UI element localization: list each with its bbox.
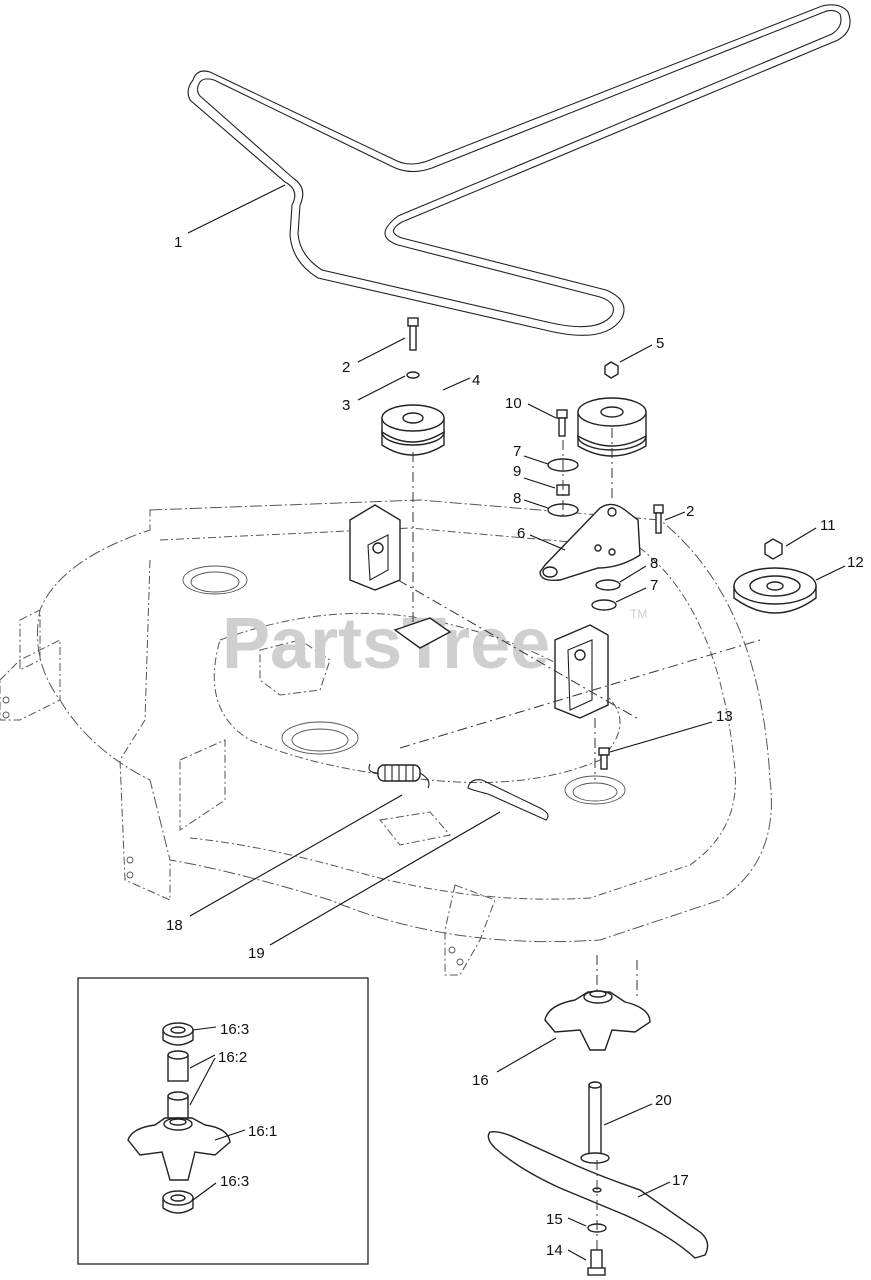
callout-20: 20 bbox=[655, 1092, 672, 1109]
idler-pulley-right bbox=[577, 397, 647, 457]
washer-3 bbox=[406, 371, 420, 379]
spring-18 bbox=[368, 763, 430, 789]
idler-bracket-left bbox=[349, 504, 401, 591]
alignment-line-2 bbox=[399, 639, 761, 749]
spindle-housing-16 bbox=[544, 990, 651, 1051]
nut-5 bbox=[604, 361, 619, 379]
callout-2-right: 2 bbox=[686, 503, 694, 520]
mower-deck bbox=[0, 499, 772, 976]
callout-17: 17 bbox=[672, 1172, 689, 1189]
callout-3: 3 bbox=[342, 397, 350, 414]
watermark-trademark: TM bbox=[630, 607, 647, 621]
bearing-16-3-bottom bbox=[162, 1190, 194, 1214]
idler-arm-6 bbox=[539, 503, 641, 582]
callout-16-3-top: 16:3 bbox=[220, 1021, 249, 1038]
callout-8-lower: 8 bbox=[650, 555, 658, 572]
spacer-16-2-lower bbox=[167, 1091, 189, 1123]
washer-7-lower bbox=[591, 599, 617, 611]
callout-9: 9 bbox=[513, 463, 521, 480]
callout-12: 12 bbox=[847, 554, 864, 571]
callout-2-left: 2 bbox=[342, 359, 350, 376]
washer-8-lower bbox=[595, 579, 621, 591]
bolt-14 bbox=[587, 1249, 606, 1276]
bolt-2-left bbox=[407, 317, 419, 351]
inset-box bbox=[77, 977, 369, 1265]
pin-rod-19 bbox=[467, 779, 549, 821]
callout-16-1: 16:1 bbox=[248, 1123, 277, 1140]
callout-16-3-bottom: 16:3 bbox=[220, 1173, 249, 1190]
bolt-2-right bbox=[653, 504, 664, 534]
leader-lines bbox=[187, 184, 846, 1261]
callout-8-upper: 8 bbox=[513, 490, 521, 507]
callout-1: 1 bbox=[174, 234, 182, 251]
spindle-shaft-20 bbox=[580, 1081, 610, 1164]
spacer-16-2-upper bbox=[167, 1050, 189, 1082]
callout-14: 14 bbox=[546, 1242, 563, 1259]
idler-pulley-4 bbox=[381, 404, 445, 456]
callout-16-2: 16:2 bbox=[218, 1049, 247, 1066]
callout-11: 11 bbox=[820, 517, 836, 534]
callout-16: 16 bbox=[472, 1072, 489, 1089]
deck-bracket-center bbox=[393, 617, 452, 649]
callout-4: 4 bbox=[472, 372, 480, 389]
callout-18: 18 bbox=[166, 917, 183, 934]
drive-belt bbox=[187, 4, 851, 336]
callout-10: 10 bbox=[505, 395, 522, 412]
callout-19: 19 bbox=[248, 945, 265, 962]
pivot-bracket bbox=[554, 624, 609, 719]
spindle-pulley-12 bbox=[733, 567, 817, 614]
nut-11 bbox=[764, 538, 783, 560]
callout-6: 6 bbox=[517, 525, 525, 542]
callout-15: 15 bbox=[546, 1211, 563, 1228]
callout-7-upper: 7 bbox=[513, 443, 521, 460]
alignment-line-1 bbox=[397, 579, 641, 721]
housing-16-1 bbox=[127, 1117, 231, 1181]
callout-7-lower: 7 bbox=[650, 577, 658, 594]
callout-5: 5 bbox=[656, 335, 664, 352]
callout-13: 13 bbox=[716, 708, 733, 725]
bearing-16-3-top bbox=[162, 1022, 194, 1046]
bolt-13 bbox=[598, 747, 610, 770]
bolt-10 bbox=[556, 409, 568, 437]
watermark-text: PartsTree bbox=[222, 604, 550, 684]
